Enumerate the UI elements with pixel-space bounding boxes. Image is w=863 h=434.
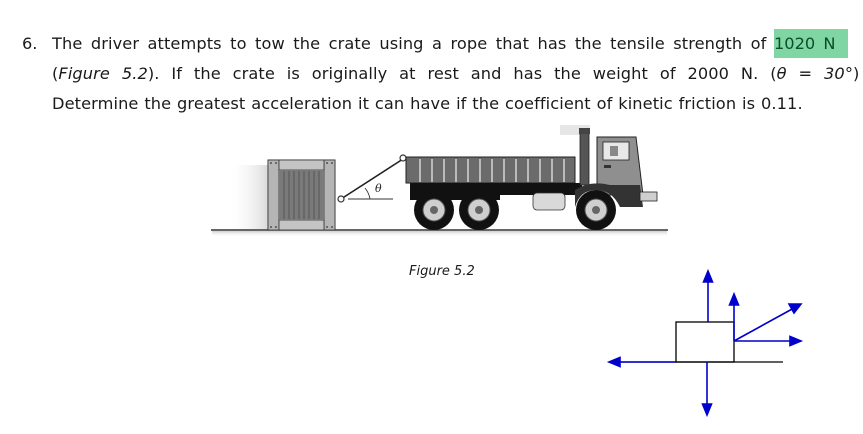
ground-shadow [212,231,667,237]
rear-wheel-1 [414,190,454,230]
figure-caption: Figure 5.2 [409,264,475,279]
tow-rope [340,158,404,200]
arrow-left-friction [606,356,676,368]
rope-ring-crate [337,195,345,203]
question-line-1-text: The driver attempts to tow the crate usi… [52,34,767,53]
arrow-up-vertical-component [728,291,740,341]
tensile-strength-value: 1020 N [774,34,836,53]
angle-value: 30° [824,64,854,83]
arrow-diagonal-tension [733,303,803,342]
front-wheel [576,190,616,230]
free-body-diagram [606,268,804,418]
angle-arc [364,187,371,200]
question-line-3-text: Determine the greatest acceleration it c… [52,94,803,113]
question-line-2-text: ). If the crate is originally at rest an… [147,64,777,83]
dump-truck [405,128,658,230]
arrow-down-weight [701,362,713,418]
close-paren: ) [853,64,860,83]
question-line-2: (Figure 5.2). If the crate is originally… [52,64,859,84]
highlighted-tensile-strength[interactable]: 1020 N [774,29,848,58]
crate-motion-shade [228,165,268,229]
arrow-up-normal [702,268,714,322]
equals-sign: = [786,64,825,83]
theta-symbol: θ [776,64,787,83]
rope-ring-truck [399,154,407,162]
arrow-right-horizontal-component [734,335,804,347]
question-number: 6. [22,34,38,53]
question-line-1: The driver attempts to tow the crate usi… [52,34,766,54]
open-paren: ( [52,64,59,83]
figure-reference: Figure 5.2 [58,64,148,83]
exhaust-smoke [560,125,590,135]
rear-wheel-2 [459,190,499,230]
question-line-3: Determine the greatest acceleration it c… [52,94,803,114]
crate [267,159,336,231]
theta-label: θ [375,182,382,195]
fbd-box [675,321,735,363]
